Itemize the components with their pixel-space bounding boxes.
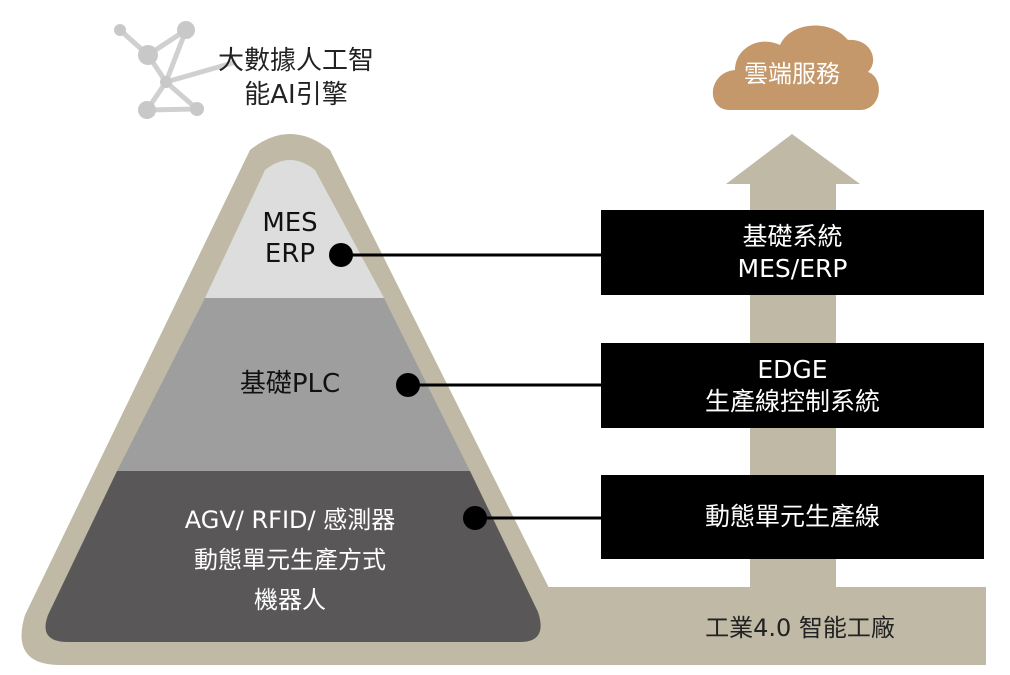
system-box-line2: 生產線控制系統 [704, 386, 880, 416]
tier-bottom-line2: 動態單元生產方式 [194, 546, 386, 574]
tier-top-line2: ERP [264, 239, 316, 269]
cloud-service-label: 雲端服務 [744, 60, 840, 88]
system-box-line2: MES/ERP [737, 253, 848, 283]
system-box-mes-erp: 基礎系統 MES/ERP [601, 210, 984, 295]
tier-bottom-line3: 機器人 [254, 586, 326, 614]
connector-top [329, 243, 601, 267]
system-box-edge: EDGE 生產線控制系統 [601, 343, 984, 428]
tier-top-line1: MES [262, 208, 318, 238]
ai-engine-line1: 大數據人工智 [217, 46, 374, 76]
network-nodes-icon [114, 21, 237, 119]
cloud-shape [712, 25, 879, 110]
tier-mid-line1: 基礎PLC [239, 369, 341, 399]
connector-mid [396, 373, 601, 397]
factory-base [520, 587, 986, 665]
tier-bottom-label: AGV/ RFID/ 感測器 動態單元生產方式 機器人 [120, 500, 460, 620]
pyramid-tier-bottom [45, 471, 541, 642]
system-box-production-line: 動態單元生產線 [601, 475, 984, 559]
tier-top-label: MES ERP [220, 208, 360, 270]
pyramid-tier-mid [117, 298, 470, 471]
connector-bottom [463, 506, 601, 530]
system-box-line1: 基礎系統 [742, 221, 843, 251]
ai-engine-label: 大數據人工智 能AI引擎 [196, 44, 396, 112]
factory-label: 工業4.0 智能工廠 [705, 614, 895, 642]
ai-engine-line2: 能AI引擎 [244, 80, 348, 110]
tier-bottom-line1: AGV/ RFID/ 感測器 [184, 506, 396, 534]
tier-mid-label: 基礎PLC [200, 368, 380, 400]
system-box-line1: 動態單元生產線 [704, 502, 880, 531]
system-box-line1: EDGE [757, 354, 828, 384]
